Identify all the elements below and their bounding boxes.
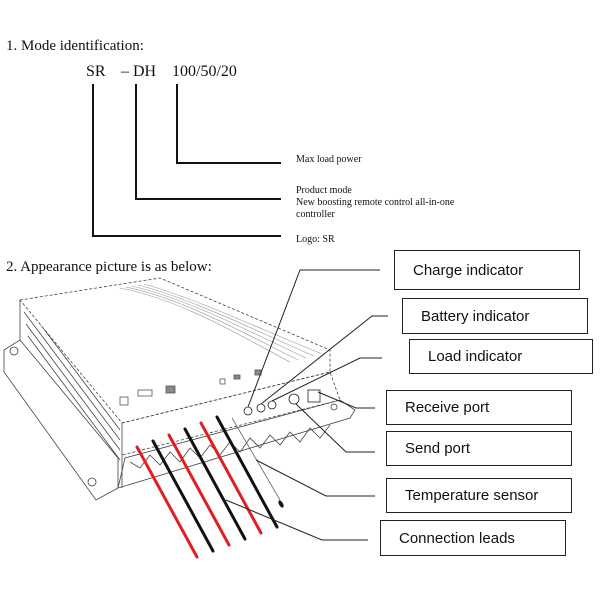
front-edge [121,371,341,456]
load-icon [165,385,176,394]
mini-icon-1 [219,378,226,385]
solar-panel-icon [119,396,129,406]
mode-bracket-lines [92,84,281,237]
temperature-probe [278,500,284,508]
callout-label: Send port [405,440,471,457]
mount-hole-top-left [9,346,19,356]
temperature-leader [255,459,375,497]
callout-charge-indicator: Charge indicator [394,250,580,290]
load-leader [271,357,382,402]
note-product-mode-title: Product mode [296,185,352,196]
lead-wire [167,433,231,547]
connection-leads [135,415,279,559]
max-load-bracket-line [176,84,281,164]
charge-led [243,406,253,416]
callout-label: Charge indicator [413,261,524,279]
callout-send-port: Send port [386,431,572,466]
note-logo: Logo: SR [296,234,335,245]
load-led [267,400,277,410]
mount-hole-bottom-left [87,477,97,487]
lead-wire [151,439,215,553]
battery-leader [260,315,388,405]
callout-leaders [225,269,388,541]
temperature-sensor-wire [231,417,284,508]
section-2-heading: 2. Appearance picture is as below: [6,259,212,275]
callout-label: Battery indicator [421,307,530,325]
note-product-mode: Product mode New boosting remote control… [296,185,454,221]
model-code-power: 100/50/20 [172,63,237,80]
panel-icons [119,369,262,406]
note-product-mode-desc-1: New boosting remote control all-in-one [296,197,455,208]
callout-label: Connection leads [399,529,515,547]
serrated-edge [129,424,331,469]
controller-device [3,277,356,501]
send-leader [295,403,375,453]
lead-wire [135,445,199,559]
logo-bracket-line [92,84,281,237]
note-product-mode-desc-2: controller [296,209,335,220]
receive-port-circle [288,393,300,405]
callout-connection-leads: Connection leads [380,520,566,556]
callout-temperature-sensor: Temperature sensor [386,478,572,513]
model-code-product-mode: – DH [121,63,157,80]
product-mode-bracket-line [135,84,281,200]
receive-leader [317,391,375,409]
battery-led [256,403,266,413]
callout-receive-port: Receive port [386,390,572,425]
callout-label: Temperature sensor [405,487,539,504]
model-code-logo: SR [86,63,106,80]
leads-leader [225,499,368,541]
mount-hole-right [330,403,338,411]
top-face [19,277,331,424]
send-port-socket [307,389,321,403]
callout-battery-indicator: Battery indicator [402,298,588,334]
callout-load-indicator: Load indicator [409,339,593,374]
battery-icon [137,389,153,397]
section-1-heading: 1. Mode identification: [6,38,144,54]
lead-wire [199,421,263,535]
callout-label: Receive port [405,399,490,416]
lead-wire [183,427,247,541]
charge-leader [247,269,380,408]
callout-label: Load indicator [428,348,523,365]
mini-icon-2 [233,374,241,380]
lead-wire [215,415,279,529]
note-max-load: Max load power [296,154,362,165]
